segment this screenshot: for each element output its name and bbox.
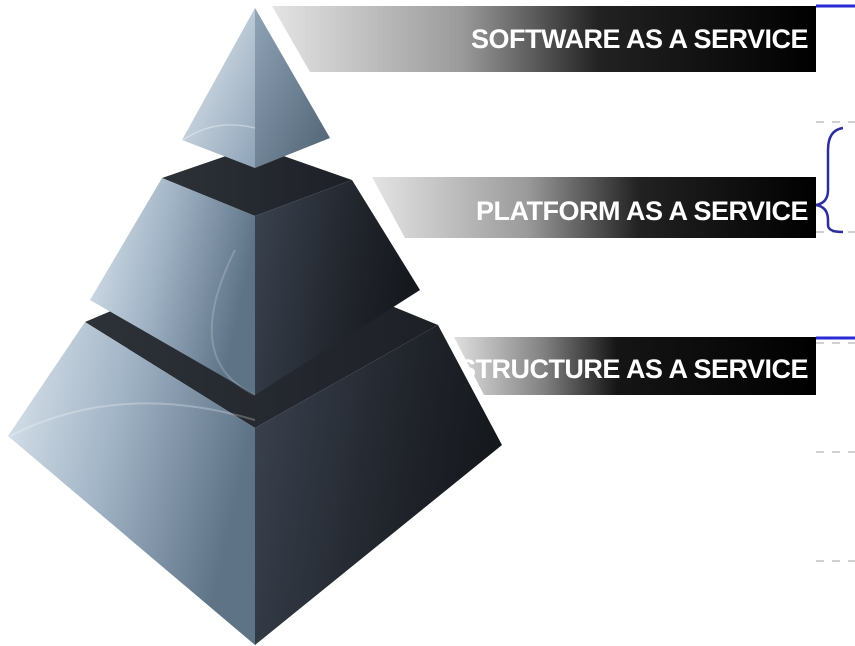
tier-top-face (162, 146, 352, 216)
layer-label-paas: PLATFORM AS A SERVICE (476, 196, 808, 226)
right-guide-marks (815, 4, 855, 562)
tier-left-face (182, 8, 255, 168)
tier-right-face (255, 325, 502, 645)
tier-left-face (90, 178, 255, 395)
banner-saas: SOFTWARE AS A SERVICE (272, 6, 816, 72)
tier-left-face (8, 322, 255, 645)
banner-paas: PLATFORM AS A SERVICE (372, 177, 816, 238)
pyramid-tier-middle (90, 146, 420, 396)
pyramid-tier-top (182, 8, 330, 168)
curly-bracket (815, 126, 844, 234)
tier-right-face (255, 180, 420, 395)
layer-label-saas: SOFTWARE AS A SERVICE (471, 24, 808, 54)
tier-right-face (255, 8, 330, 168)
